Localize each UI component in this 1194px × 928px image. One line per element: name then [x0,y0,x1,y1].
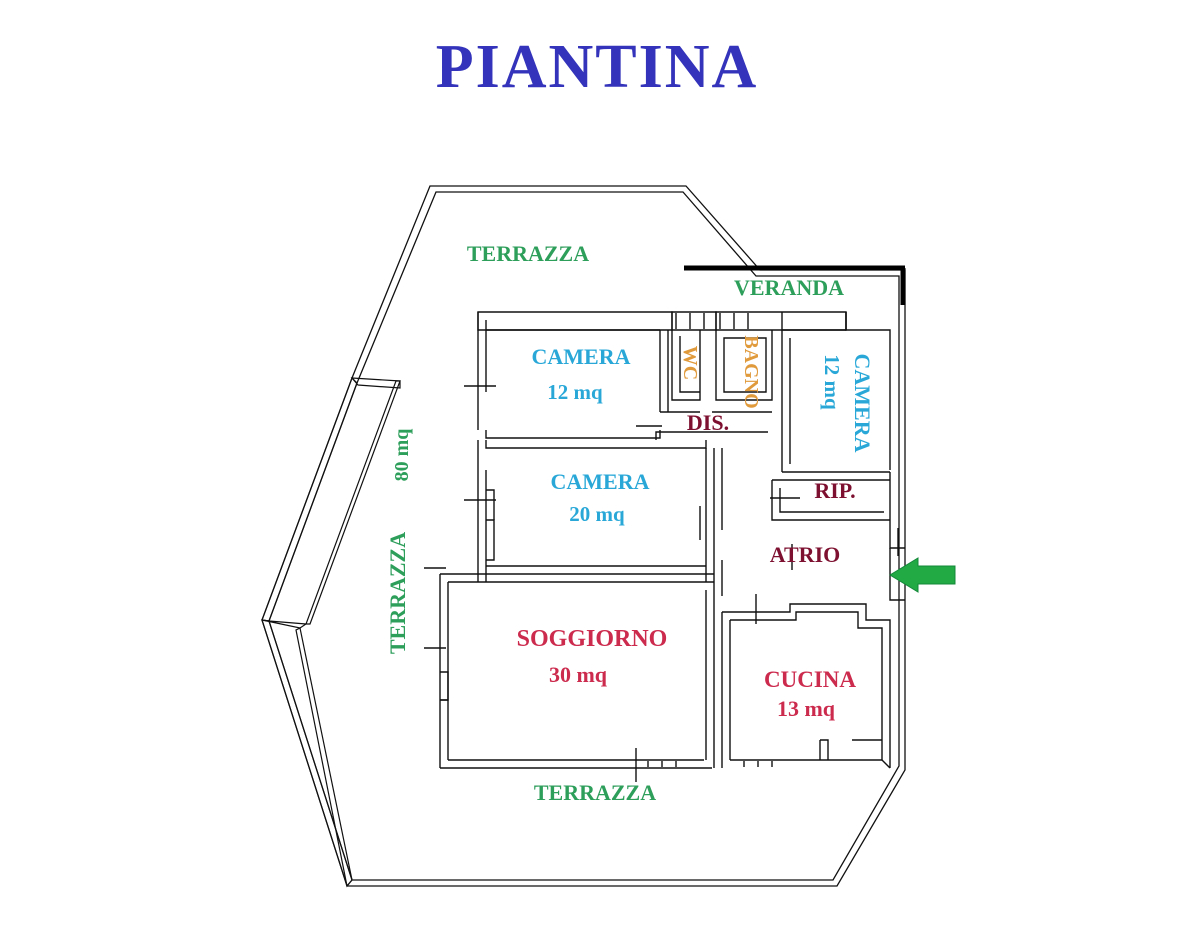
label-camera-20: CAMERA [551,469,650,494]
label-camera-12-area: 12 mq [547,380,603,404]
label-disimpegno: DIS. [687,410,729,435]
label-camera-12-right: CAMERA [850,354,875,453]
interior-walls [424,311,905,782]
label-ripostiglio: RIP. [814,478,855,503]
label-cucina-area: 13 mq [777,696,836,721]
label-camera-12: CAMERA [532,344,631,369]
label-terrazza-left-area: 80 mq [391,429,413,482]
label-veranda: VERANDA [734,275,844,300]
veranda-top-wall [684,265,906,305]
label-cucina: CUCINA [764,667,856,692]
room-labels-layer: TERRAZZA TERRAZZA 80 mq TERRAZZA VERANDA CAME… [385,241,875,805]
label-terrazza-left: TERRAZZA [385,532,410,654]
label-wc: WC [679,346,701,380]
label-bagno: BAGNO [740,335,762,408]
label-soggiorno-area: 30 mq [549,662,608,687]
label-soggiorno: SOGGIORNO [517,626,668,652]
terrace-left-balcony [261,376,401,888]
entrance-arrow-icon [889,557,956,593]
label-atrio: ATRIO [770,542,841,567]
label-terrazza-top: TERRAZZA [467,241,589,266]
page-title: PIANTINA [435,33,759,101]
label-camera-12-right-area: 12 mq [820,354,844,410]
label-camera-20-area: 20 mq [569,502,625,526]
label-terrazza-bottom: TERRAZZA [534,780,656,805]
